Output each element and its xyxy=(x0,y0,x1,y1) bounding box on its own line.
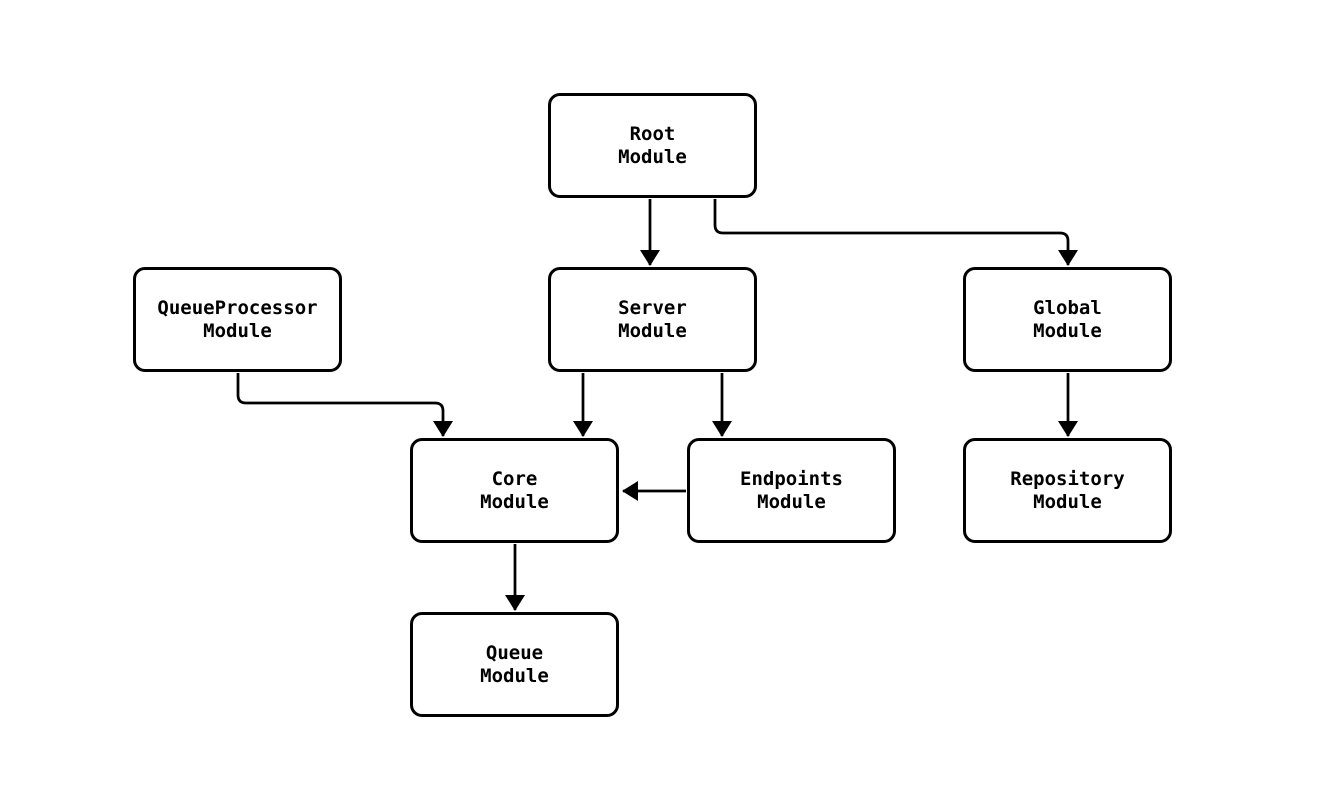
node-label-line: QueueProcessor xyxy=(157,296,318,319)
node-label-line: Module xyxy=(618,319,687,342)
node-label-line: Module xyxy=(480,664,549,687)
node-label-line: Repository xyxy=(1010,467,1125,490)
node-label-line: Module xyxy=(1033,490,1102,513)
node-label-line: Root xyxy=(629,122,676,145)
node-label-line: Queue xyxy=(485,641,544,664)
node-label-line: Core xyxy=(491,467,538,490)
node-endpoints-module: Endpoints Module xyxy=(687,438,896,543)
node-label-line: Server xyxy=(618,296,687,319)
node-root-module: Root Module xyxy=(548,93,757,198)
node-label-line: Module xyxy=(618,145,687,168)
node-label-line: Module xyxy=(1033,319,1102,342)
edge-root-to-global xyxy=(713,199,1078,266)
node-label-line: Module xyxy=(480,490,549,513)
node-server-module: Server Module xyxy=(548,267,757,372)
edge-queueprocessor-to-core xyxy=(236,373,453,437)
node-label-line: Module xyxy=(757,490,826,513)
node-label-line: Endpoints xyxy=(740,467,843,490)
node-queue-module: Queue Module xyxy=(410,612,619,717)
node-label-line: Module xyxy=(203,319,272,342)
node-core-module: Core Module xyxy=(410,438,619,543)
node-queueprocessor-module: QueueProcessor Module xyxy=(133,267,342,372)
node-repository-module: Repository Module xyxy=(963,438,1172,543)
node-label-line: Global xyxy=(1033,296,1102,319)
node-global-module: Global Module xyxy=(963,267,1172,372)
